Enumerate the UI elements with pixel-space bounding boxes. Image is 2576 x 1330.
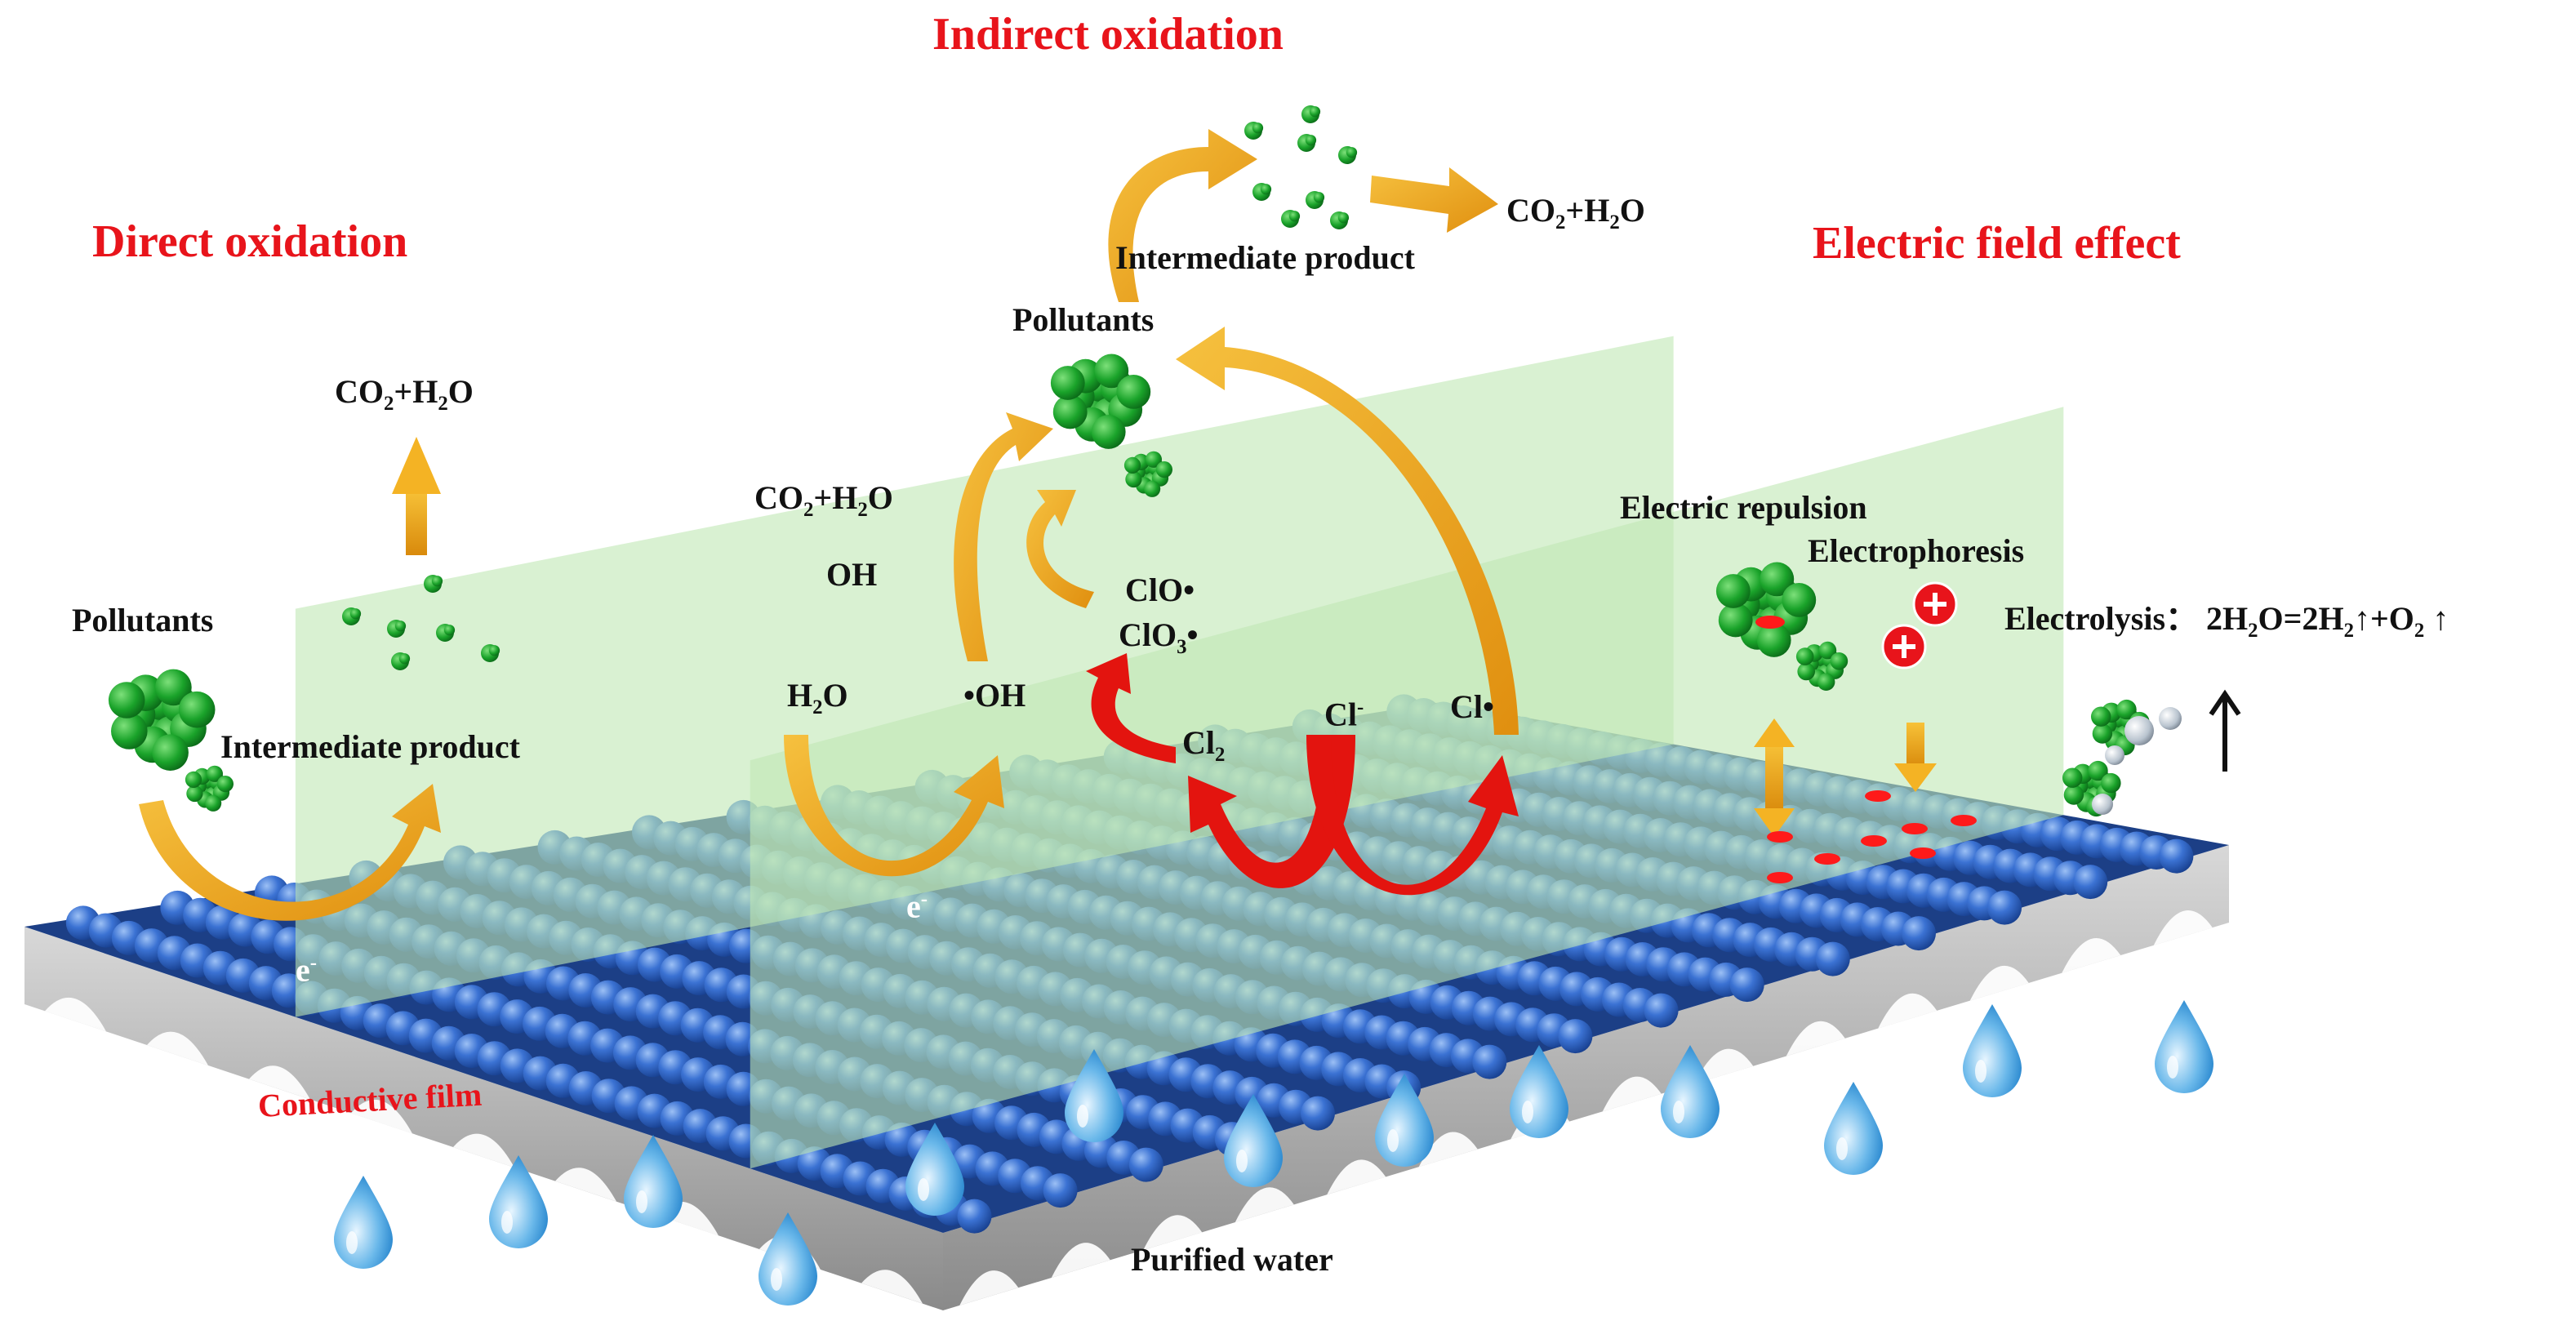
- direct-electron-label: e-: [296, 951, 318, 989]
- chloride-to-chlorine-arrow: [1188, 735, 1355, 888]
- water-drop-icon: [334, 1176, 393, 1269]
- chlorine-radical-to-pollutant-arc: [1176, 327, 1519, 735]
- pollutant-cluster-icon: [108, 669, 216, 771]
- positive-charge-icon: [1881, 624, 1927, 669]
- pollutant-cluster-icon: [1123, 451, 1172, 497]
- pollutant-cluster-icon: [185, 765, 234, 812]
- direct-intermediate-label: Intermediate product: [220, 728, 520, 765]
- intermediate-to-co2-arrow: [1370, 167, 1498, 233]
- indirect-clo3-label: ClO3•: [1119, 616, 1199, 658]
- pollutant-to-intermediate-arc: [1108, 129, 1257, 302]
- water-drop-icon: [489, 1155, 548, 1248]
- water-drops: [334, 1000, 2213, 1306]
- water-drop-icon: [1661, 1045, 1720, 1138]
- electric-repulsion-label: Electric repulsion: [1620, 489, 1867, 526]
- gas-bubble-icon: [2092, 707, 2182, 815]
- intermediate-particle-icon: [1301, 105, 1321, 123]
- repulsion-double-arrow-up-head: [1754, 718, 1795, 747]
- direct-pollutants-label: Pollutants: [72, 602, 214, 638]
- indirect-intermediate-label: Intermediate product: [1115, 239, 1415, 276]
- indirect-hydroxyl-radical-label: •OH: [963, 677, 1026, 714]
- intermediate-particle-icon: [1244, 122, 1264, 140]
- water-drop-icon: [905, 1123, 964, 1216]
- intermediate-particle-icon: [481, 644, 501, 662]
- water-drop-icon: [1224, 1094, 1283, 1187]
- chlorine-to-chlorine-oxide-arrow: [1086, 653, 1176, 763]
- indirect-pollutants-label: Pollutants: [1012, 301, 1155, 338]
- direct-co2-h2o-label: CO2+H2O: [335, 373, 474, 415]
- indirect-h2o-label: H2O: [787, 677, 848, 718]
- indirect-chlorine-radical-label: Cl•: [1450, 688, 1495, 725]
- charge-dots: [1755, 616, 1977, 883]
- intermediate-particle-icon: [1252, 183, 1272, 201]
- chloride-to-radical-arrow: [1306, 735, 1519, 896]
- indirect-top-co2-h2o-label: CO2+H2O: [1506, 192, 1645, 234]
- indirect-electron-label: e-: [906, 887, 928, 925]
- intermediate-particle-icon: [342, 607, 362, 625]
- hydroxyl-to-pollutant-arc: [954, 412, 1053, 661]
- purified-water-label: Purified water: [1131, 1241, 1333, 1278]
- intermediate-particle-icon: [1330, 211, 1350, 229]
- intermediate-particle-icon: [1306, 191, 1325, 209]
- pollutant-cluster-icon: [1795, 641, 1849, 691]
- repulsion-double-arrow-down-head: [1754, 808, 1795, 837]
- direct-up-arrow-head: [392, 437, 441, 494]
- intermediate-particle-icon: [1281, 210, 1301, 228]
- intermediate-particle-icon: [391, 652, 411, 670]
- chlorine-oxide-to-pollutant-arc: [1026, 490, 1094, 608]
- indirect-chloride-label: Cl-: [1324, 696, 1364, 733]
- water-drop-icon: [1375, 1074, 1434, 1167]
- direct-oxidation-heading: Direct oxidation: [92, 216, 408, 267]
- intermediate-particle-icon: [387, 620, 407, 638]
- electrophoresis-down-arrow-shaft: [1906, 723, 1924, 767]
- indirect-oh-label: OH: [826, 556, 878, 593]
- intermediate-particle-icon: [1338, 146, 1358, 164]
- indirect-clo-label: ClO•: [1125, 572, 1195, 608]
- water-drop-icon: [759, 1212, 817, 1306]
- pollutant-cluster-icon: [1715, 562, 1817, 657]
- repulsion-double-arrow-shaft: [1765, 743, 1783, 812]
- water-drop-icon: [1065, 1049, 1123, 1142]
- indirect-oxidation-heading: Indirect oxidation: [932, 9, 1284, 60]
- direct-electron-arrow: [139, 784, 441, 921]
- water-drop-icon: [1510, 1045, 1568, 1138]
- pollutant-cluster-icon: [1050, 354, 1151, 449]
- water-drop-icon: [1824, 1082, 1883, 1175]
- electrophoresis-label: Electrophoresis: [1808, 532, 2025, 569]
- pollutant-clusters: [108, 105, 2150, 817]
- positive-charge-icon: [1912, 581, 1958, 627]
- intermediate-particle-icon: [424, 575, 443, 593]
- water-drop-icon: [624, 1135, 683, 1228]
- intermediate-particle-icon: [436, 624, 456, 642]
- indirect-co2-h2o-label: CO2+H2O: [754, 479, 893, 521]
- electrolysis-equation-label: Electrolysis： 2H2O=2H2↑+O2 ↑: [2004, 600, 2449, 642]
- water-to-hydroxyl-arrow: [784, 735, 1004, 877]
- indirect-cl2-label: Cl2: [1182, 724, 1226, 766]
- water-drop-icon: [1963, 1004, 2022, 1097]
- up-arrow-icon: [2209, 689, 2241, 772]
- electric-field-heading: Electric field effect: [1813, 218, 2181, 269]
- water-drop-icon: [2155, 1000, 2213, 1093]
- electrophoresis-down-arrow-head: [1894, 763, 1937, 792]
- reaction-arrows: [139, 129, 1937, 921]
- intermediate-particle-icon: [1297, 134, 1317, 152]
- direct-up-arrow-shaft: [406, 490, 427, 555]
